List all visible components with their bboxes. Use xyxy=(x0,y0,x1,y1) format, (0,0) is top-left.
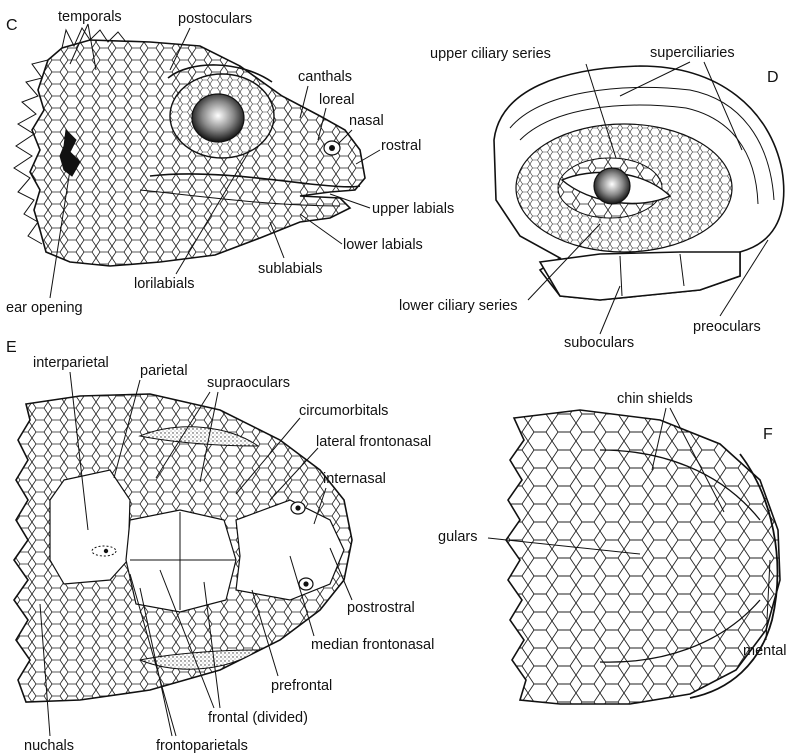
eye-pupil xyxy=(594,168,630,204)
label-nuchals: nuchals xyxy=(24,738,74,754)
label-preoculars: preoculars xyxy=(693,319,761,335)
label-prefrontal: prefrontal xyxy=(271,678,332,694)
label-suboculars: suboculars xyxy=(564,335,634,351)
label-nasal: nasal xyxy=(349,113,384,129)
panel-letter-c: C xyxy=(6,17,18,34)
panel-e: E interparietal parietal supraoculars ci… xyxy=(6,339,434,754)
panel-d: D upper ciliary series superciliaries lo… xyxy=(399,45,784,351)
label-circumorbitals: circumorbitals xyxy=(299,403,388,419)
parietal-eye-dot xyxy=(104,549,108,553)
frontal-shields xyxy=(126,510,236,612)
panel-letter-d: D xyxy=(767,69,779,86)
dorsal-nostril-top-hole xyxy=(295,505,300,510)
label-rostral: rostral xyxy=(381,138,421,154)
label-gulars: gulars xyxy=(438,529,478,545)
label-temporals: temporals xyxy=(58,9,122,25)
label-postoculars: postoculars xyxy=(178,11,252,27)
label-upper-ciliary-series: upper ciliary series xyxy=(430,46,551,62)
dorsal-nostril-bottom-hole xyxy=(303,581,308,586)
label-lower-ciliary-series: lower ciliary series xyxy=(399,298,517,314)
label-interparietal: interparietal xyxy=(33,355,109,371)
label-chin-shields: chin shields xyxy=(617,391,693,407)
label-parietal: parietal xyxy=(140,363,188,379)
panel-letter-f: F xyxy=(763,426,773,443)
label-median-frontonasal: median frontonasal xyxy=(311,637,434,653)
label-ear-opening: ear opening xyxy=(6,300,83,316)
label-postrostral: postrostral xyxy=(347,600,415,616)
panel-c: C temporals postoculars canthals loreal … xyxy=(6,9,454,316)
label-loreal: loreal xyxy=(319,92,354,108)
label-canthals: canthals xyxy=(298,69,352,85)
label-superciliaries: superciliaries xyxy=(650,45,735,61)
label-lower-labials: lower labials xyxy=(343,237,423,253)
lateral-nostril-hole xyxy=(329,145,335,151)
label-sublabials: sublabials xyxy=(258,261,323,277)
label-upper-labials: upper labials xyxy=(372,201,454,217)
label-lateral-frontonasal: lateral frontonasal xyxy=(316,434,431,450)
panel-letter-e: E xyxy=(6,339,17,356)
interparietal-shield xyxy=(50,470,130,584)
label-supraoculars: supraoculars xyxy=(207,375,290,391)
suboculars-shape xyxy=(540,252,740,300)
label-internasal: internasal xyxy=(323,471,386,487)
panel-f: F chin shields gulars mental xyxy=(438,391,787,704)
label-mental: mental xyxy=(743,643,787,659)
label-frontoparietals: frontoparietals xyxy=(156,738,248,754)
lateral-eye xyxy=(192,94,244,142)
label-lorilabials: lorilabials xyxy=(134,276,194,292)
label-frontal-divided: frontal (divided) xyxy=(208,710,308,726)
